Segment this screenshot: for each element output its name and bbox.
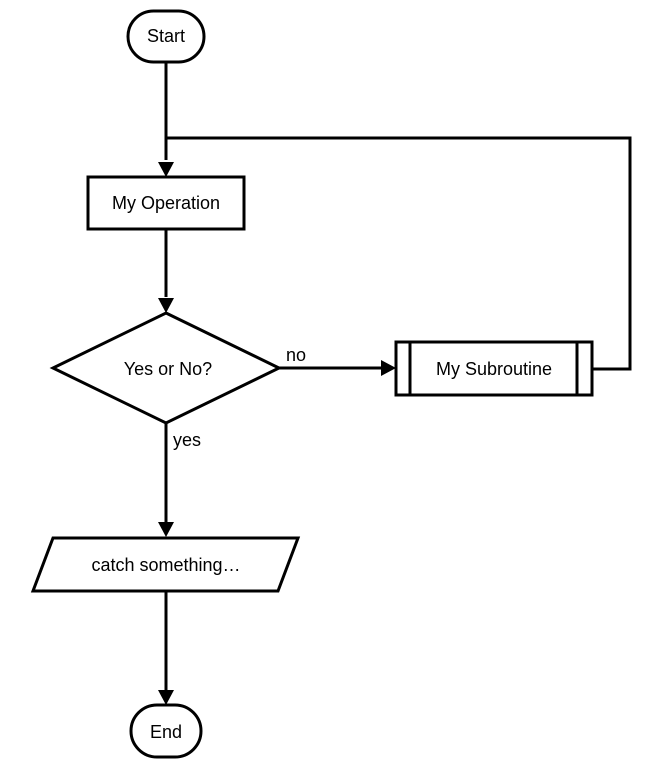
arrowhead-decision-to-io [158,522,174,537]
subroutine-node [394,340,594,397]
arrowhead-start-to-operation [158,162,174,177]
arrowhead-decision-to-subroutine [381,360,396,376]
decision-node-label: Yes or No? [124,359,212,379]
arrowhead-io-to-end [158,690,174,705]
end-node [129,703,203,759]
operation-node [86,175,246,231]
end-node-label: End [150,722,182,742]
start-node-label: Start [147,26,185,46]
edge-label-no: no [286,345,306,365]
start-node [126,9,206,64]
io-node [30,536,301,593]
io-node-label: catch something… [91,555,240,575]
edge-subroutine-loop-back [166,136,632,371]
arrowhead-operation-to-decision [158,298,174,313]
operation-node-label: My Operation [112,193,220,213]
edge-label-yes: yes [173,430,201,450]
subroutine-node-label: My Subroutine [436,359,552,379]
decision-node [49,311,283,425]
